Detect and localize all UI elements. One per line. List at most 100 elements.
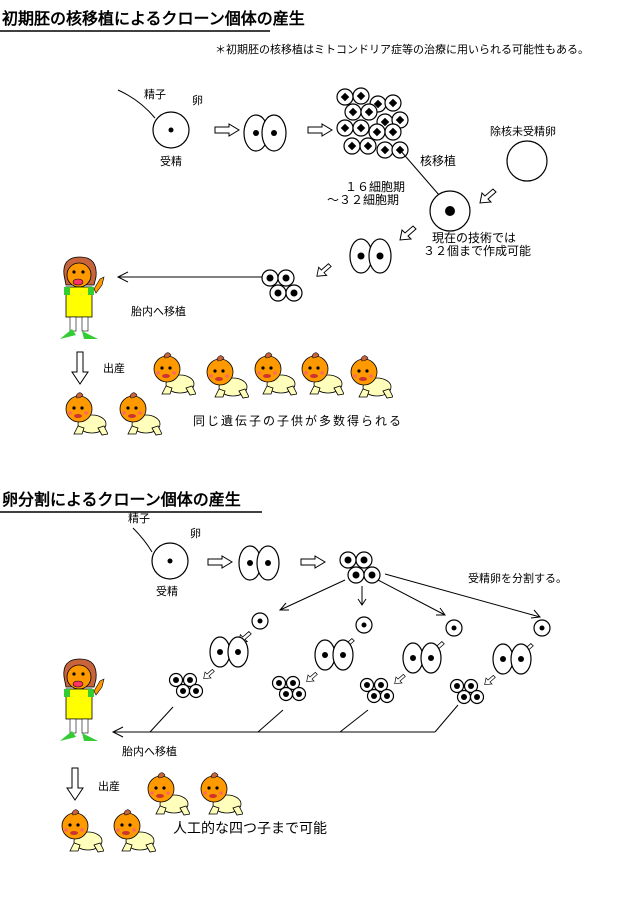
baby-illustration [61, 809, 104, 853]
four-cell-embryo [339, 551, 381, 584]
nucleus [193, 688, 199, 694]
nucleus [340, 92, 350, 102]
nucleus [384, 693, 390, 699]
enucleated-egg [506, 140, 548, 182]
nucleus [388, 127, 398, 137]
baby-illustration [254, 352, 297, 396]
nucleus [368, 571, 376, 579]
nucleus [360, 556, 368, 564]
arrow-down-icon [66, 767, 84, 801]
egg-label: 卵 [192, 94, 203, 107]
four-cell-embryo [449, 678, 485, 705]
zygote [151, 542, 189, 580]
mother-illustration [59, 658, 105, 742]
nucleus [539, 625, 545, 631]
two-cell-embryo [349, 238, 392, 274]
baby-illustration [301, 352, 344, 396]
sperm-path [117, 89, 156, 119]
nucleus [518, 656, 524, 662]
nucleus [348, 107, 358, 117]
reconstructed-egg [429, 190, 471, 232]
nucleus [380, 117, 390, 127]
tech-label-2: ３２個まで作成可能 [423, 244, 531, 258]
two-cell-embryo [238, 545, 280, 581]
arrow-down-left-icon [479, 188, 497, 204]
mother-illustration [59, 256, 105, 340]
implant-lines [111, 704, 459, 738]
nucleus [373, 99, 383, 109]
zygote [152, 111, 190, 149]
arrow-right-icon [214, 123, 240, 137]
nucleus [363, 141, 373, 151]
arrow-right-icon [207, 555, 233, 569]
four-cell-embryo [359, 677, 395, 704]
nucleus [344, 556, 352, 564]
nucleus [468, 683, 474, 689]
birth-label: 出産 [103, 361, 125, 375]
birth-label: 出産 [98, 779, 120, 793]
sperm-label: 精子 [144, 88, 166, 101]
baby-illustration [350, 355, 393, 399]
nucleus [257, 618, 263, 624]
baby-illustration [206, 355, 249, 399]
nucleus [364, 682, 370, 688]
arrow-right-icon [307, 123, 333, 137]
section2-result: 人工的な四つ子まで可能 [173, 821, 327, 837]
split-arrows [278, 573, 541, 619]
nucleus [361, 622, 367, 628]
arrow-down-left-icon [316, 263, 332, 277]
baby-illustration [200, 772, 243, 816]
section2-title: 卵分割によるクローン個体の産生 [2, 490, 241, 509]
nucleus [173, 677, 179, 683]
four-cell-embryo [271, 675, 307, 702]
stage-label-1: １６細胞期 [345, 180, 405, 194]
arrow-down-left-icon [203, 668, 215, 680]
four-cell-embryo [261, 269, 303, 302]
arrow-down-icon [71, 351, 89, 385]
nucleus [428, 655, 434, 661]
nucleus [283, 691, 289, 697]
arrow-down-left-icon [394, 673, 406, 685]
arrow-down-left-icon [399, 225, 417, 241]
split-label: 受精卵を分割する。 [468, 571, 567, 585]
nucleus [364, 107, 374, 117]
nucleus [474, 694, 480, 700]
nucleus [388, 98, 398, 108]
nucleus [276, 680, 282, 686]
nucleus [410, 655, 416, 661]
nucleus [347, 141, 357, 151]
nucleus [340, 123, 350, 133]
nucleus [282, 274, 290, 282]
nucleus [187, 677, 193, 683]
fertilization-label: 受精 [160, 155, 182, 168]
implant-label: 胎内へ移植 [122, 744, 177, 758]
section1-note: ＊初期胚の核移植はミトコンドリア症等の治療に用いられる可能性もある。 [215, 42, 589, 56]
baby-illustration [147, 772, 190, 816]
nucleus [235, 649, 241, 655]
split-branch [271, 616, 373, 702]
nucleus [180, 688, 186, 694]
nucleus [461, 694, 467, 700]
nucleus [372, 127, 382, 137]
baby-illustration [113, 809, 156, 853]
tech-label-1: 現在の技術では [432, 231, 516, 245]
sperm-label: 精子 [128, 512, 150, 525]
nucleus [356, 123, 366, 133]
nucleus [266, 274, 274, 282]
fertilization-label: 受精 [156, 585, 178, 598]
arrow-right-icon [300, 555, 326, 569]
stage-label-2: ～３２細胞期 [327, 193, 399, 207]
nucleus [296, 691, 302, 697]
section1-result: 同じ遺伝子の子供が多数得られる [193, 413, 403, 428]
nucleus [217, 649, 223, 655]
nucleus [356, 91, 366, 101]
nuclear-transfer-label: 核移植 [420, 153, 456, 168]
nucleus [352, 571, 360, 579]
split-branch [168, 612, 269, 699]
nucleus [451, 625, 457, 631]
baby-illustration [65, 392, 108, 436]
nucleus [454, 683, 460, 689]
nucleus [340, 652, 346, 658]
nucleus [274, 289, 282, 297]
